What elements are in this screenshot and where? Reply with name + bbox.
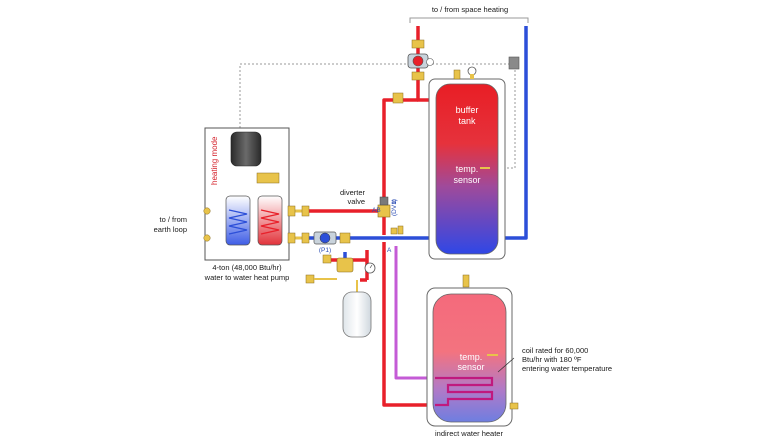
coil-rating-line-2: Btu/hr with 180 ºF [522, 355, 582, 364]
indirect-temp-sensor-label-2: sensor [457, 362, 484, 372]
coil-leader-line [497, 357, 515, 373]
space-heating-label: to / from space heating [432, 5, 508, 14]
indirect-heater-label: indirect water heater [435, 429, 503, 438]
circulator-pump-icon [313, 231, 351, 245]
coil-rating-line-3: entering water temperature [522, 364, 612, 373]
controller-box [508, 56, 520, 70]
space-heating-valve-cluster [392, 39, 434, 104]
diverter-label-2: valve [347, 197, 365, 206]
cold-water-inlet-fitting [462, 274, 470, 288]
port-b-label: B [392, 199, 396, 206]
purple-piping [394, 246, 435, 380]
expansion-tank-icon [342, 280, 372, 338]
pressure-gauge-icon [364, 262, 376, 274]
reversing-valve-icon [256, 172, 280, 184]
buffer-tank-top-fittings [453, 66, 477, 80]
buffer-tank-icon [428, 78, 506, 260]
buffer-temp-sensor-label-1: temp. [456, 164, 479, 174]
air-vents [390, 225, 404, 235]
port-a-label: A [387, 247, 392, 254]
earth-loop-label-2: earth loop [154, 225, 187, 234]
drain-valve [509, 402, 519, 410]
makeup-water-assembly [305, 254, 354, 284]
hot-piping [304, 26, 437, 407]
diverter-label-1: diverter [340, 188, 366, 197]
diverter-valve-icon [377, 196, 391, 218]
compressor-icon [230, 131, 262, 167]
diverter-tag: (DV1) [391, 199, 398, 216]
buffer-tank-label-1: buffer [456, 105, 479, 115]
buffer-temp-sensor-label-2: sensor [453, 175, 480, 185]
coil-rating-line-1: coil rated for 60,000 [522, 346, 588, 355]
heating-coil [435, 376, 494, 407]
heat-pump-icon [204, 127, 290, 261]
heat-pump-label-1: 4-ton (48,000 Btu/hr) [212, 263, 282, 272]
earth-loop-label-1: to / from [159, 215, 187, 224]
port-ab-label: AB [372, 207, 381, 214]
buffer-tank-label-2: tank [458, 116, 476, 126]
heating-mode-label: heating mode [210, 136, 219, 185]
space-heating-bracket [409, 17, 529, 23]
indirect-temp-sensor-label-1: temp. [460, 352, 483, 362]
indirect-water-heater-icon [426, 287, 513, 427]
heat-pump-label-2: water to water heat pump [204, 273, 290, 282]
isolation-valves [203, 205, 310, 244]
pump-tag: (P1) [319, 247, 331, 254]
